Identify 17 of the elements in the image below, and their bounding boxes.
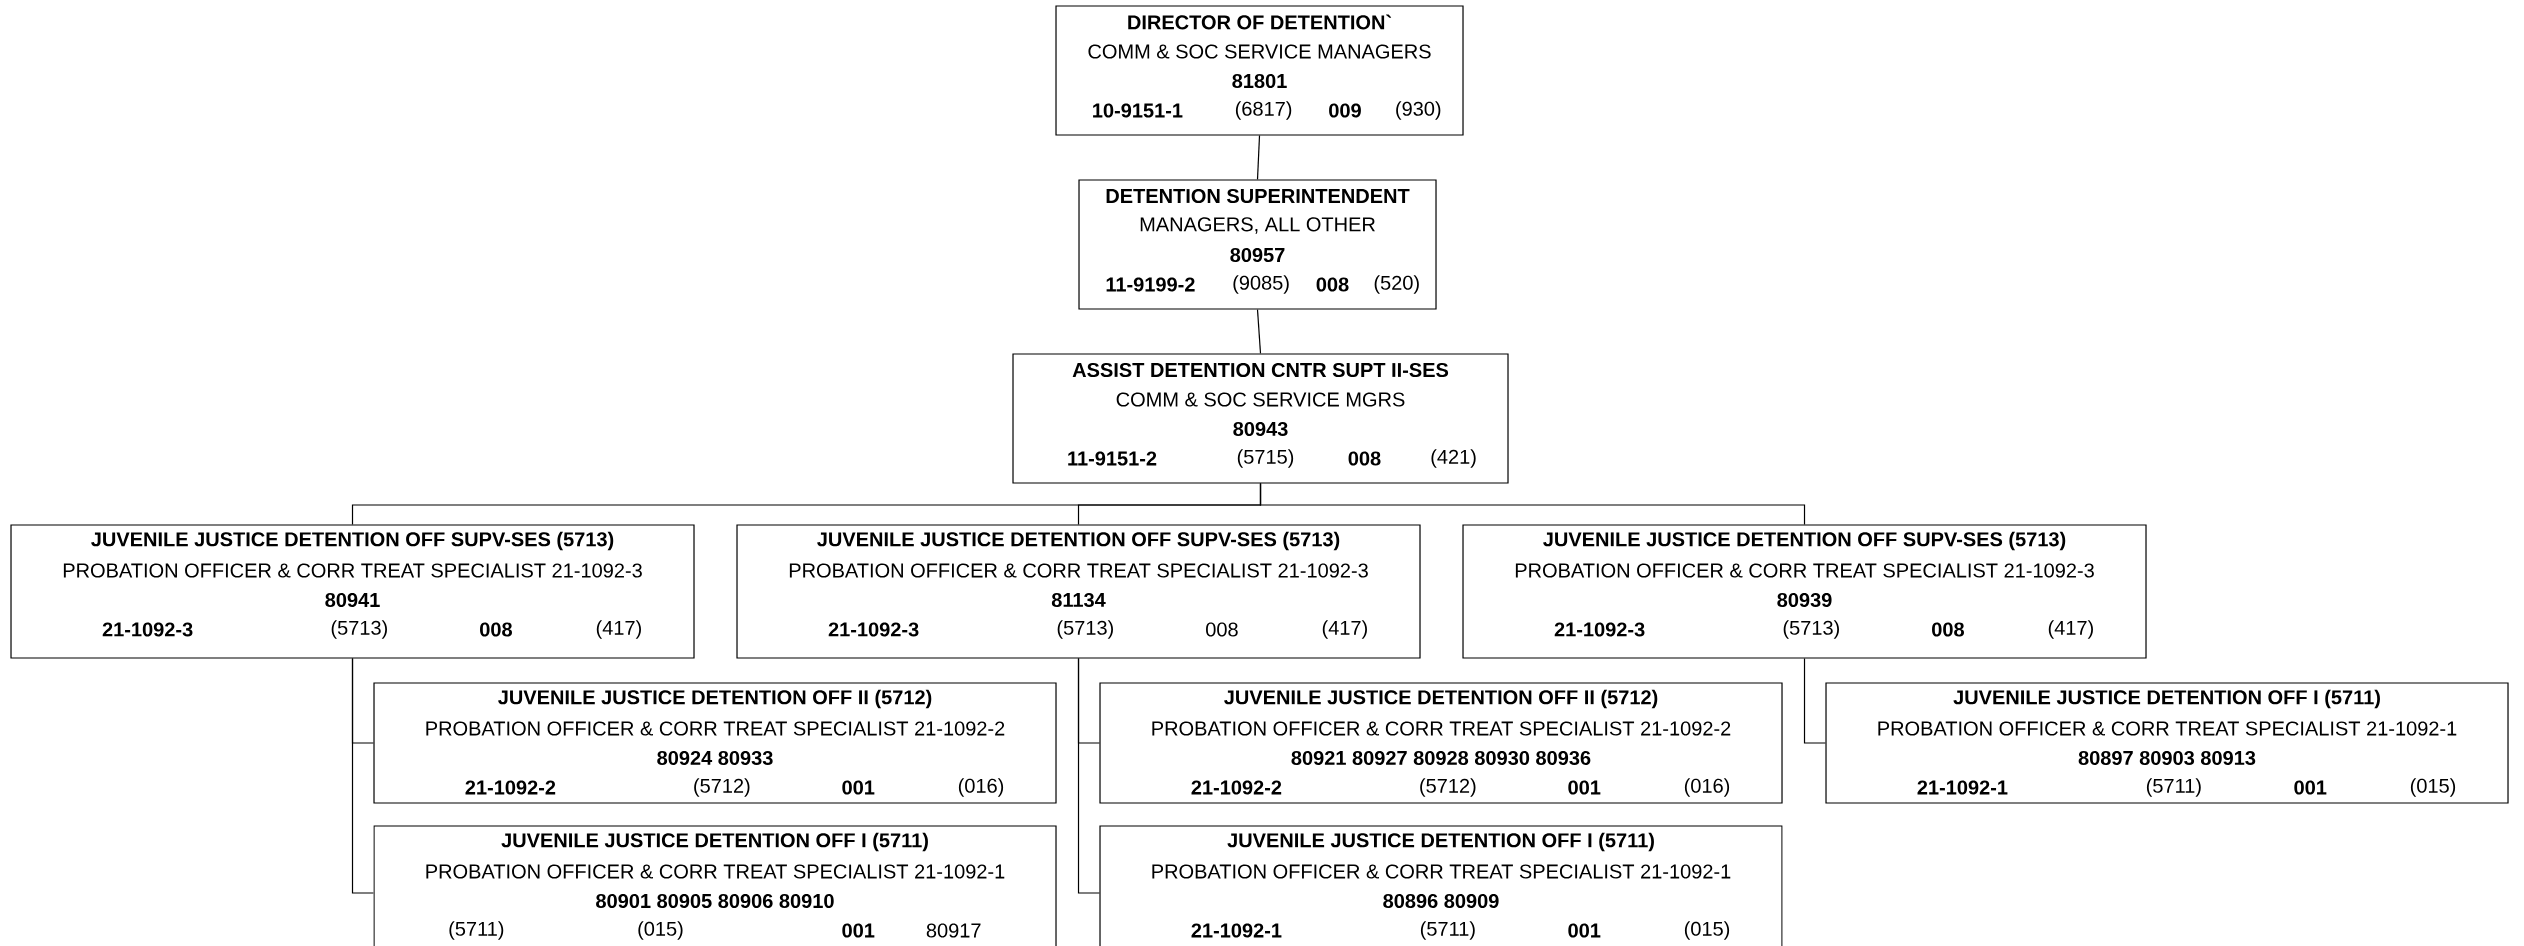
position-box: ASSIST DETENTION CNTR SUPT II-SES COMM & SOC SERVICE MGRS 80943 11-9151-2 (5715) 008 (421) (1012, 353, 1509, 484)
position-box: JUVENILE JUSTICE DETENTION OFF I (5711) PROBATION OFFICER & CORR TREAT SPECIALIST 21-1092-1 80897 80903 80913 21-1092-1 (5711) 001 (015) (1825, 682, 2509, 804)
position-box: JUVENILE JUSTICE DETENTION OFF I (5711) PROBATION OFFICER & CORR TREAT SPECIALIST 21-1092-1 80901 80905 80906 80910 (5711) (015) 001 80917 (373, 825, 1057, 946)
position-box: DETENTION SUPERINTENDENT MANAGERS, ALL OTHER 80957 11-9199-2 (9085) 008 (520) (1078, 179, 1437, 310)
connector-line (1077, 658, 1100, 894)
position-box: DIRECTOR OF DETENTION` COMM & SOC SERVICE MANAGERS 81801 10-9151-1 (6817) 009 (930) (1055, 5, 1464, 136)
connector-line (1256, 309, 1262, 354)
connector-line (1259, 483, 1806, 525)
position-box: JUVENILE JUSTICE DETENTION OFF II (5712) PROBATION OFFICER & CORR TREAT SPECIALIST 21-1092-2 80924 80933 21-1092-2 (5712) 001 (016) (373, 682, 1057, 804)
position-box: JUVENILE JUSTICE DETENTION OFF SUPV-SES (5713) PROBATION OFFICER & CORR TREAT SPECIALIST 21-1092-3 80941 21-1092-3 (5713) 008 (417) (10, 524, 695, 659)
position-box: JUVENILE JUSTICE DETENTION OFF SUPV-SES (5713) PROBATION OFFICER & CORR TREAT SPECIALIST 21-1092-3 81134 21-1092-3 (5713) 008 (417) (736, 524, 1421, 659)
connector-line (1803, 658, 1826, 744)
connector-line (351, 658, 374, 894)
position-box: JUVENILE JUSTICE DETENTION OFF I (5711) PROBATION OFFICER & CORR TREAT SPECIALIST 21-1092-1 80896 80909 21-1092-1 (5711) 001 (015) (1099, 825, 1783, 946)
position-box: JUVENILE JUSTICE DETENTION OFF SUPV-SES (5713) PROBATION OFFICER & CORR TREAT SPECIALIST 21-1092-3 80939 21-1092-3 (5713) 008 (417) (1462, 524, 2147, 659)
connector-line (1256, 135, 1261, 180)
position-box: JUVENILE JUSTICE DETENTION OFF II (5712) PROBATION OFFICER & CORR TREAT SPECIALIST 21-1092-2 80921 80927 80928 80930 80936 21-1092-2 (5712) 001 (016) (1099, 682, 1783, 804)
